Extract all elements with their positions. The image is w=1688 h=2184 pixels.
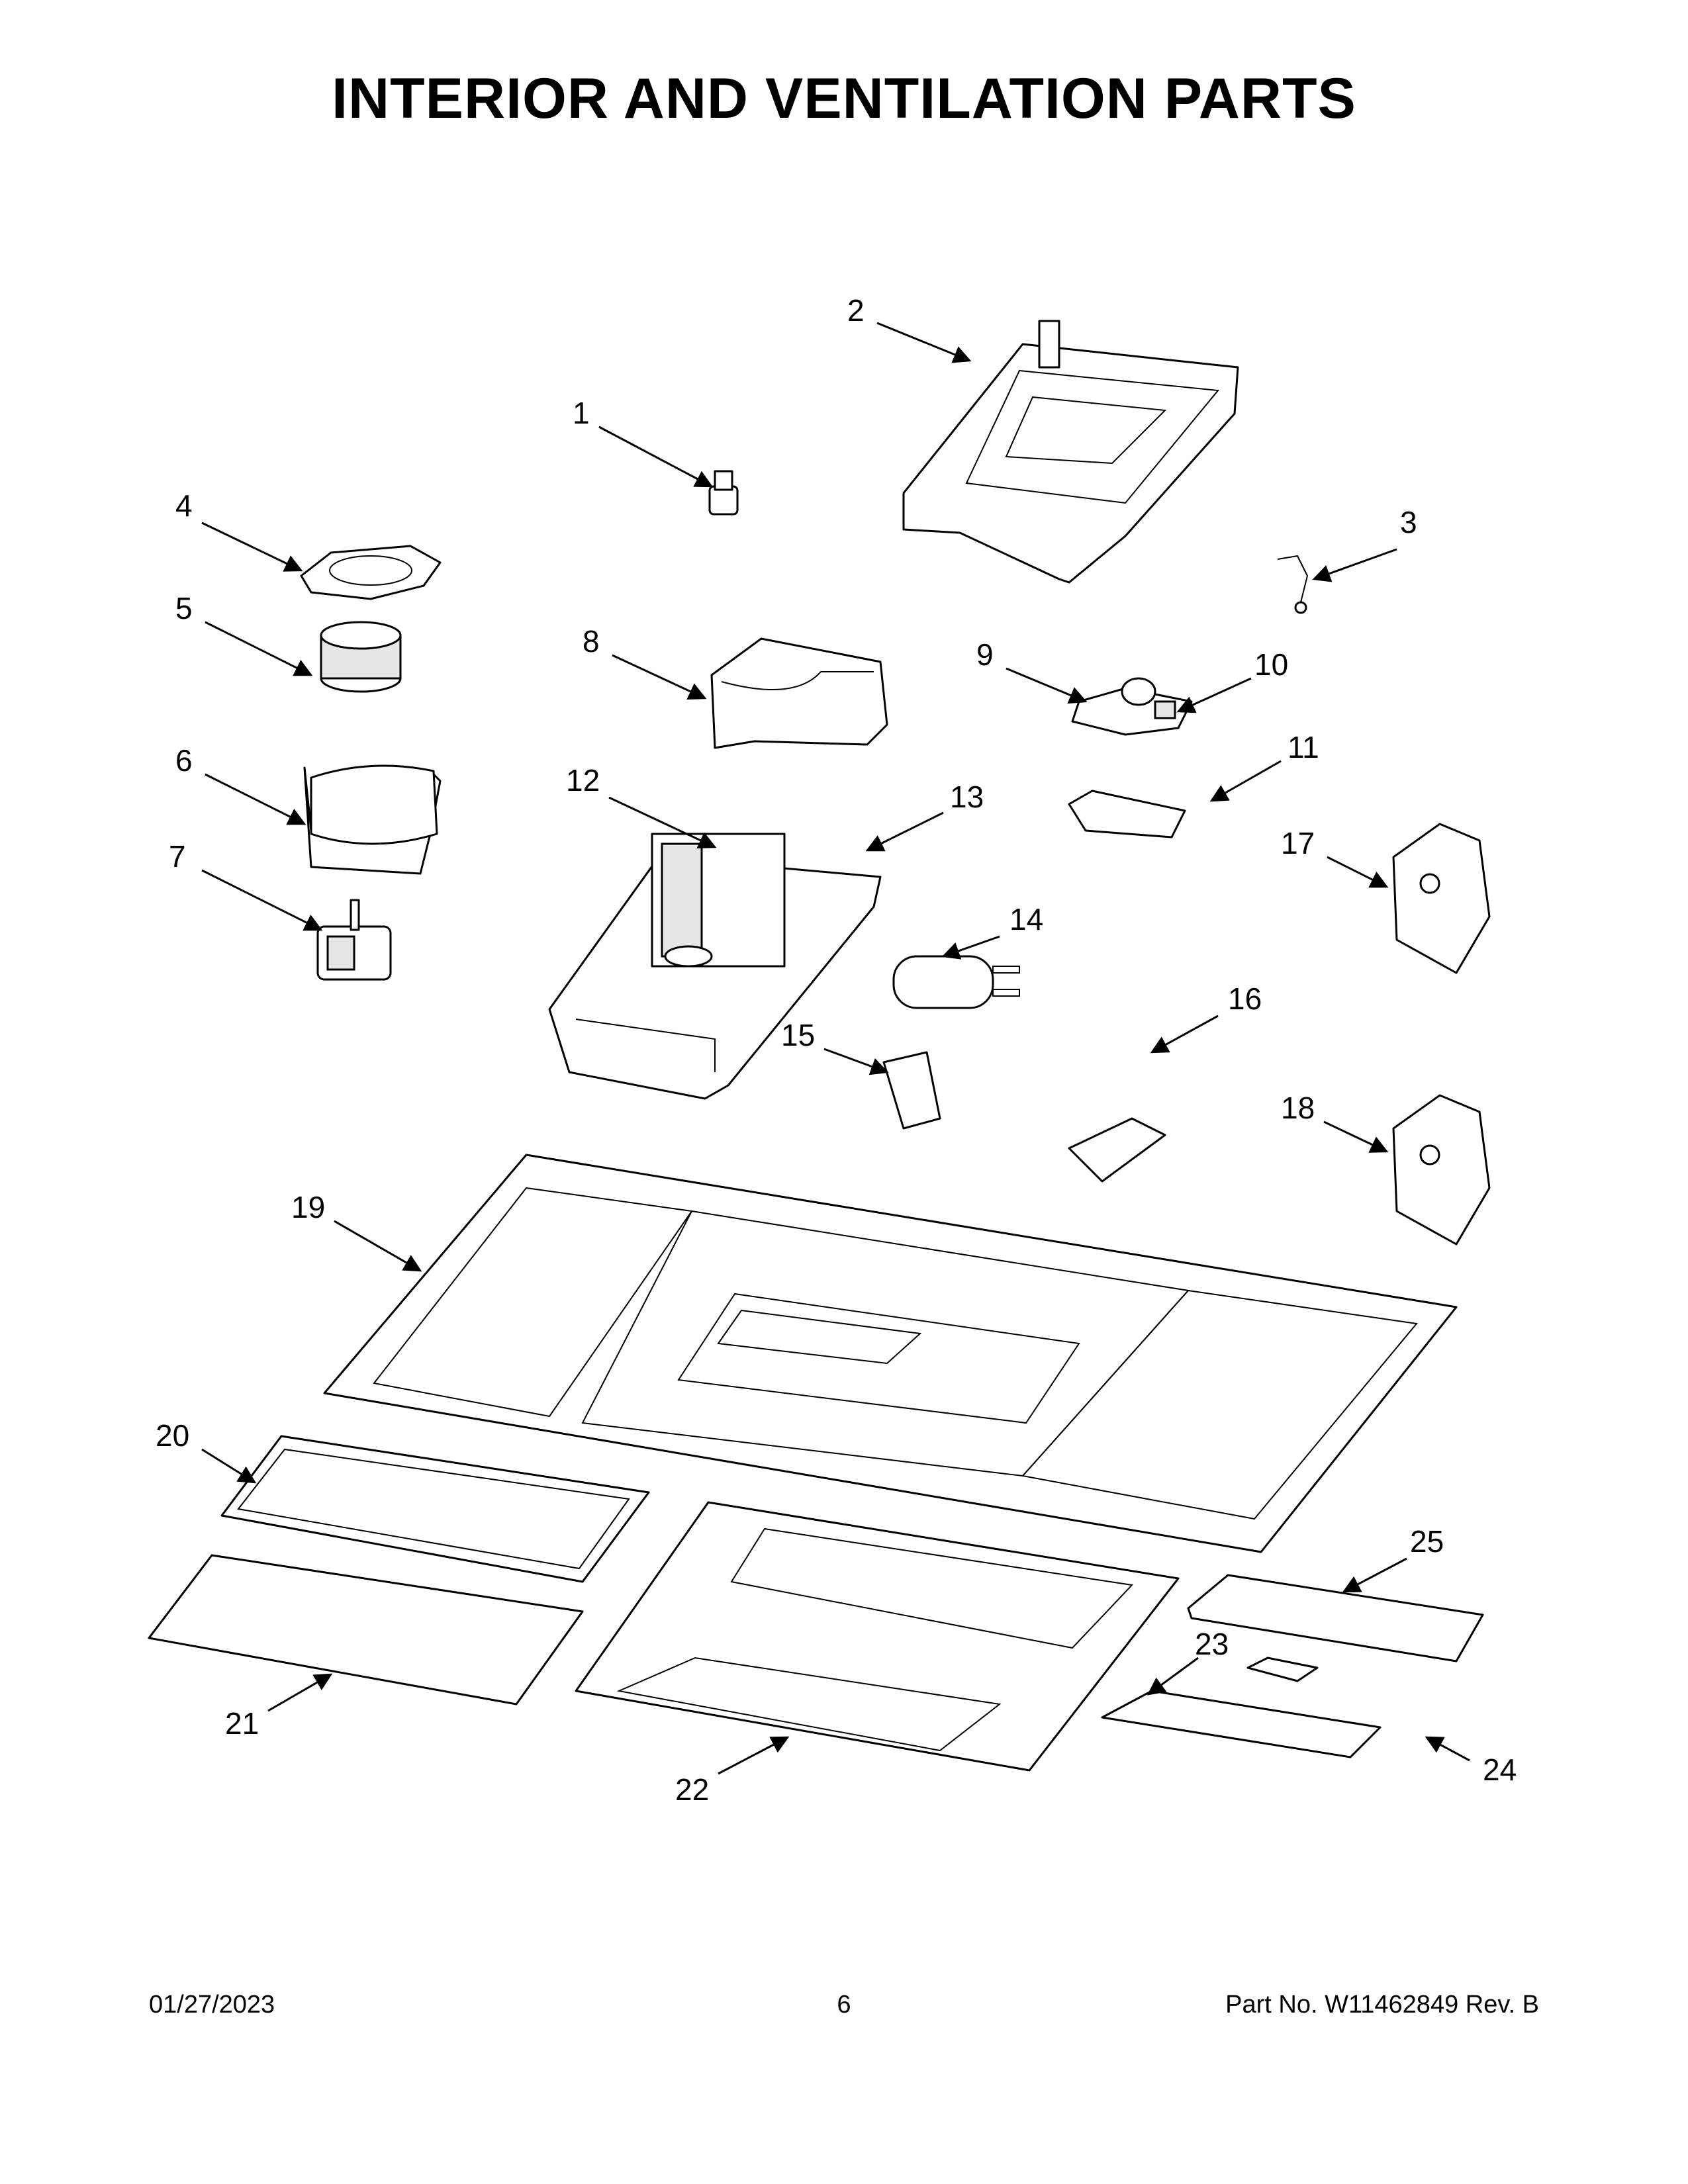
callout-13: 13 xyxy=(950,780,984,814)
callout-16: 16 xyxy=(1228,981,1262,1016)
part-4-blower-plate xyxy=(300,545,442,600)
footer-date: 01/27/2023 xyxy=(149,1991,275,2019)
callout-7: 7 xyxy=(169,839,186,874)
part-16-board xyxy=(1068,1117,1166,1183)
part-8-duct xyxy=(710,637,888,749)
part-15-clip xyxy=(882,1051,941,1130)
part-20-filter-frame xyxy=(220,1435,650,1583)
callout-22: 22 xyxy=(675,1772,709,1807)
callout-1: 1 xyxy=(573,396,590,430)
part-19-bottom-plate xyxy=(323,1154,1458,1553)
callout-8: 8 xyxy=(583,624,600,659)
callout-25: 25 xyxy=(1410,1524,1444,1559)
callout-10: 10 xyxy=(1254,647,1288,682)
footer-page-number: 6 xyxy=(837,1991,851,2019)
callout-leaders: 1 2 3 4 5 6 7 8 9 10 11 12 13 14 15 16 1… xyxy=(156,293,1517,1807)
part-14-capacitor xyxy=(892,955,1020,1009)
callout-11: 11 xyxy=(1288,730,1319,764)
callout-15: 15 xyxy=(781,1018,815,1052)
callout-23: 23 xyxy=(1195,1627,1229,1661)
part-12-13-transformer-base xyxy=(548,833,882,1100)
callout-17: 17 xyxy=(1281,826,1315,860)
part-18-latch xyxy=(1392,1094,1491,1246)
part-9-10-control-board xyxy=(1071,677,1193,736)
part-23-strip xyxy=(1101,1690,1382,1758)
callout-18: 18 xyxy=(1281,1091,1315,1125)
footer-part-number: Part No. W11462849 Rev. B xyxy=(1225,1991,1539,2019)
part-3-wire xyxy=(1277,555,1309,614)
part-11-bracket xyxy=(1068,790,1186,839)
part-5-blower-wheel xyxy=(320,621,402,693)
callout-14: 14 xyxy=(1009,902,1043,936)
part-17-latch xyxy=(1392,823,1491,974)
callout-19: 19 xyxy=(291,1190,325,1224)
part-7-motor xyxy=(316,899,392,981)
callout-4: 4 xyxy=(175,488,193,523)
part-6-blower-housing xyxy=(303,764,442,875)
part-2-bracket xyxy=(902,320,1239,584)
callout-3: 3 xyxy=(1400,505,1417,539)
callout-6: 6 xyxy=(175,743,193,778)
part-24-small-board xyxy=(1246,1657,1319,1682)
callout-24: 24 xyxy=(1483,1752,1517,1787)
page-title: INTERIOR AND VENTILATION PARTS xyxy=(332,67,1356,130)
callout-20: 20 xyxy=(156,1418,189,1453)
part-21-filter-sheet xyxy=(148,1554,584,1706)
callout-21: 21 xyxy=(225,1706,259,1741)
callout-2: 2 xyxy=(847,293,865,328)
part-1-plug xyxy=(708,470,739,516)
part-22-tray xyxy=(575,1501,1180,1772)
part-25-mount-bracket xyxy=(1187,1574,1484,1662)
callout-12: 12 xyxy=(566,763,600,797)
callout-5: 5 xyxy=(175,591,193,625)
callout-9: 9 xyxy=(976,637,994,672)
